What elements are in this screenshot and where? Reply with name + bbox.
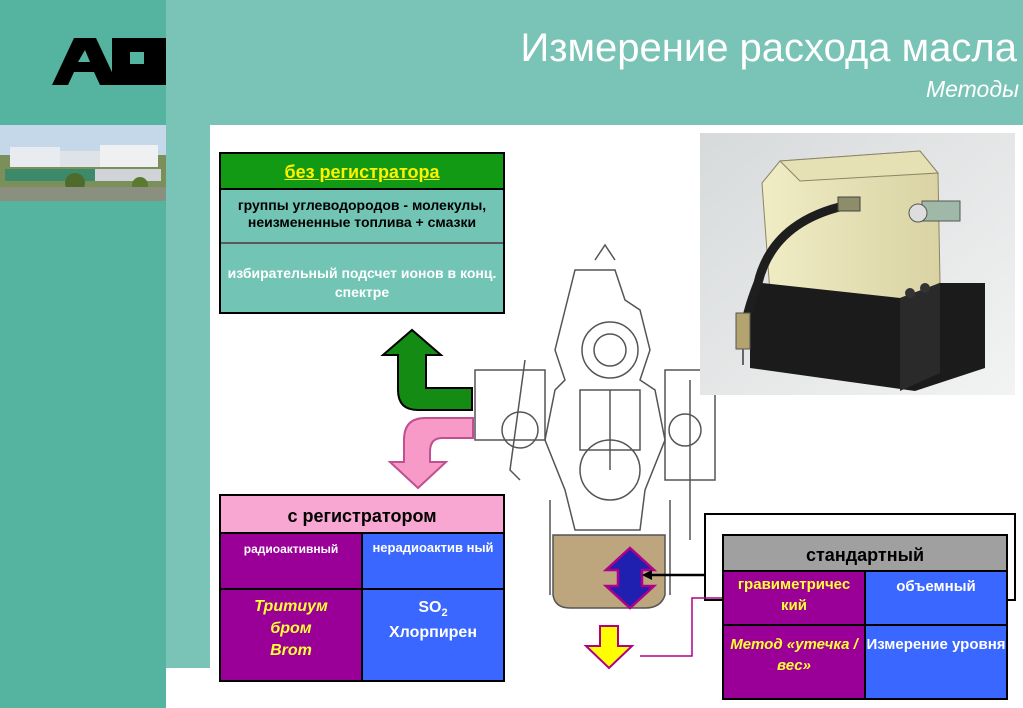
no-registrar-title: без регистратора [221, 154, 503, 190]
no-registrar-box: без регистратора группы углеводородов - … [219, 152, 505, 314]
with-registrar-title: с регистратором [221, 496, 503, 534]
no-registrar-description: группы углеводородов - молекулы, неизмен… [221, 192, 503, 244]
standard-box: стандартный гравиметричес кий объемный М… [722, 534, 1008, 700]
apl-logo [0, 0, 210, 125]
inner-accent-band [166, 125, 210, 668]
standard-title: стандартный [724, 536, 1006, 572]
gravimetric-cell: гравиметричес кий [724, 572, 866, 626]
radioactive-item: Brom [270, 642, 312, 659]
so2-subscript: 2 [441, 607, 448, 620]
page-title: Измерение расхода масла [520, 26, 1017, 70]
page-subtitle: Методы [925, 76, 1019, 102]
level-measurement-cell: Измерение уровня [866, 626, 1006, 698]
radioactive-item: Тритиум [254, 598, 328, 615]
pink-bent-arrow-down-icon [387, 417, 474, 490]
radioactive-items: Тритиум бром Brom [221, 590, 363, 680]
nonradioactive-header: нерадиоактив ный [363, 534, 503, 590]
left-sidebar-band [0, 0, 166, 708]
factory-photo [0, 125, 166, 201]
yellow-arrow-down-icon [583, 625, 635, 670]
radioactive-header: радиоактивный [221, 534, 363, 590]
leak-weight-cell: Метод «утечка / вес» [724, 626, 866, 698]
volumetric-cell: объемный [866, 572, 1006, 626]
no-registrar-method: избирательный подсчет ионов в конц. спек… [227, 265, 497, 300]
chlorpyrene-label: Хлорпирен [388, 624, 477, 642]
nonradioactive-items: SO2 Хлорпирен [363, 590, 503, 680]
header-band [0, 0, 1023, 125]
green-bent-arrow-up-icon [380, 328, 473, 411]
with-registrar-box: с регистратором радиоактивный нерадиоакт… [219, 494, 505, 682]
so2-text: SO [418, 599, 442, 616]
measurement-device-photo [700, 133, 1015, 395]
radioactive-item: бром [270, 620, 312, 637]
so2-label: SO2 [363, 598, 503, 623]
